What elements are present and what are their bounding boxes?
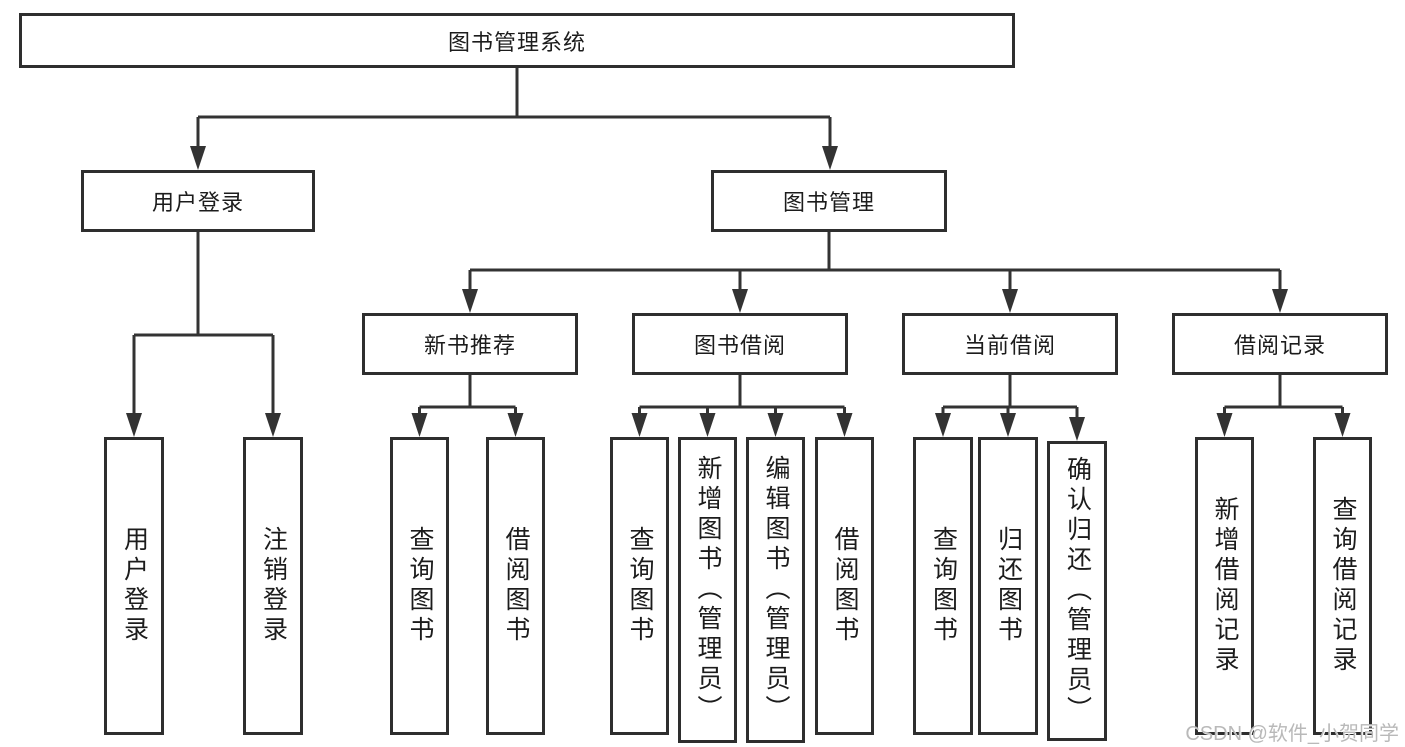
node-borrowing-records: 借阅记录 — [1172, 313, 1388, 375]
arrow-down-icon — [699, 413, 716, 437]
node-label: 注销登录 — [259, 526, 288, 646]
leaf-query-books-3: 查询图书 — [913, 437, 973, 735]
arrow-down-icon — [1216, 413, 1233, 437]
arrow-down-icon — [732, 289, 748, 313]
arrow-down-icon — [1334, 413, 1351, 437]
connector-root — [196, 68, 832, 150]
leaf-user-login: 用户登录 — [104, 437, 164, 735]
connector-current-borrowing — [941, 375, 1079, 421]
node-label: 借阅图书 — [831, 526, 859, 646]
leaf-query-books-2: 查询图书 — [610, 437, 669, 735]
arrow-down-icon — [1002, 289, 1018, 313]
node-label: 确认归还（管理员） — [1063, 456, 1092, 726]
arrow-down-icon — [462, 289, 478, 313]
arrow-down-icon — [411, 413, 428, 437]
connector-user-login — [132, 232, 275, 417]
leaf-return-book: 归还图书 — [978, 437, 1038, 735]
node-label: 借阅图书 — [502, 526, 530, 646]
node-label: 新增图书（管理员） — [694, 455, 722, 725]
leaf-confirm-return-admin: 确认归还（管理员） — [1047, 441, 1107, 741]
node-label: 编辑图书（管理员） — [762, 455, 790, 725]
arrow-down-icon — [631, 413, 648, 437]
leaf-query-borrow-record: 查询借阅记录 — [1313, 437, 1372, 735]
arrow-down-icon — [265, 413, 281, 437]
arrow-down-icon — [1272, 289, 1288, 313]
leaf-edit-book-admin: 编辑图书（管理员） — [746, 437, 805, 743]
node-label: 借阅记录 — [1233, 333, 1326, 358]
csdn-watermark: CSDN @软件_小贺同学 — [1185, 723, 1399, 745]
node-book-borrowing: 图书借阅 — [632, 313, 848, 375]
arrow-down-icon — [190, 146, 206, 170]
node-label: 新增借阅记录 — [1211, 496, 1239, 676]
node-current-borrowing: 当前借阅 — [902, 313, 1118, 375]
arrow-down-icon — [822, 146, 838, 170]
node-label: 图书管理系统 — [447, 29, 586, 55]
node-user-login: 用户登录 — [81, 170, 315, 232]
leaf-logout: 注销登录 — [243, 437, 303, 735]
node-label: 查询图书 — [406, 526, 434, 646]
connector-new-book-recommend — [418, 375, 517, 417]
arrow-down-icon — [767, 413, 784, 437]
leaf-borrow-books-1: 借阅图书 — [486, 437, 545, 735]
node-label: 用户登录 — [120, 526, 149, 646]
leaf-add-borrow-record: 新增借阅记录 — [1195, 437, 1254, 735]
leaf-query-books-1: 查询图书 — [390, 437, 449, 735]
node-label: 新书推荐 — [423, 333, 516, 358]
node-label: 用户登录 — [151, 190, 244, 215]
connector-borrowing-records — [1223, 375, 1344, 417]
node-label: 查询图书 — [929, 526, 958, 646]
connector-book-management — [468, 232, 1282, 293]
leaf-borrow-books-2: 借阅图书 — [815, 437, 874, 735]
leaf-add-book-admin: 新增图书（管理员） — [678, 437, 737, 743]
connector-book-borrowing — [638, 375, 846, 417]
arrow-down-icon — [1000, 413, 1016, 437]
node-label: 归还图书 — [994, 526, 1023, 646]
node-label: 图书管理 — [782, 190, 875, 215]
arrow-down-icon — [935, 413, 951, 437]
node-book-management: 图书管理 — [711, 170, 947, 232]
arrow-down-icon — [507, 413, 524, 437]
node-label: 查询借阅记录 — [1329, 496, 1357, 676]
node-label: 当前借阅 — [963, 333, 1056, 358]
node-label: 查询图书 — [626, 526, 654, 646]
node-library-system: 图书管理系统 — [19, 13, 1015, 68]
node-new-book-recommend: 新书推荐 — [362, 313, 578, 375]
arrow-down-icon — [126, 413, 142, 437]
arrow-down-icon — [836, 413, 853, 437]
arrowheads — [126, 146, 1351, 441]
node-label: 图书借阅 — [693, 333, 786, 358]
arrow-down-icon — [1069, 417, 1085, 441]
